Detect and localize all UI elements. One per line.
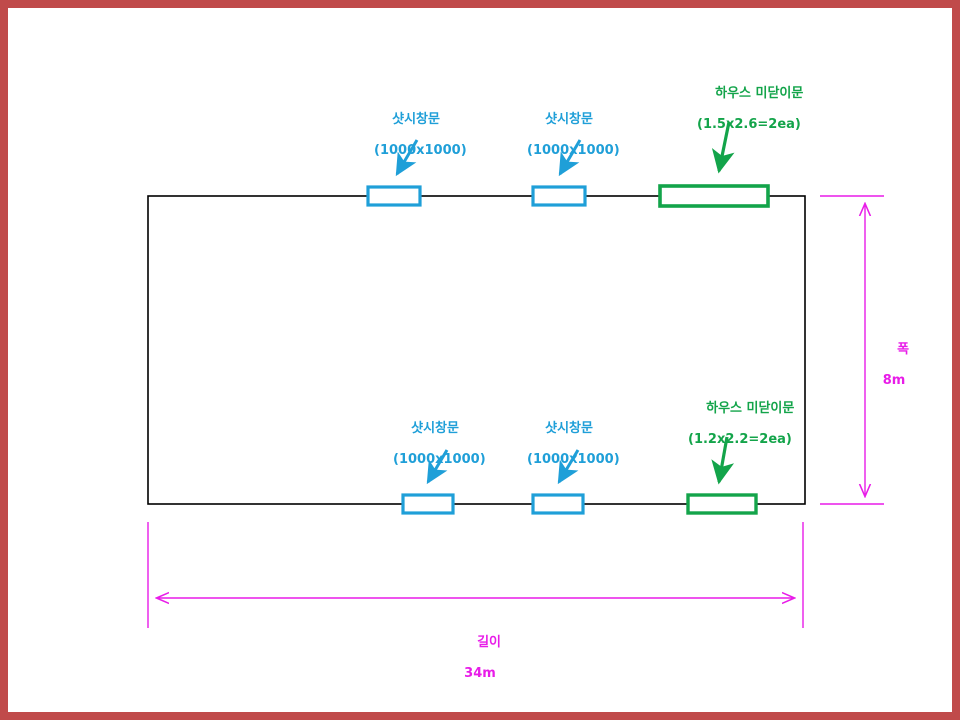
leader-arrows-bottom: [426, 436, 735, 485]
label-window-bottom-mid-line1: 샷시창문: [545, 421, 593, 437]
label-dimension-length: 길이 34m: [442, 620, 518, 712]
label-window-top-left-line2: (1000x1000): [374, 142, 467, 158]
door-top-symbol[interactable]: [658, 184, 770, 208]
window-bottom-left-symbol[interactable]: [401, 493, 455, 515]
bottom-wall-openings: [401, 493, 758, 515]
label-door-bottom: 하우스 미닫이문 (1.2x2.2=2ea): [688, 386, 794, 478]
label-dimension-length-name: 길이: [477, 635, 502, 651]
dimension-width: [820, 195, 884, 505]
label-window-bottom-left-line1: 샷시창문: [411, 421, 459, 437]
leader-arrow-window-top-mid: [558, 139, 582, 177]
window-top-left-symbol[interactable]: [366, 185, 422, 207]
label-dimension-length-value: 34m: [464, 665, 496, 681]
label-window-bottom-mid-line2: (1000x1000): [527, 451, 620, 467]
window-bottom-mid-symbol[interactable]: [531, 493, 585, 515]
leader-arrow-window-bottom-left: [426, 449, 449, 485]
leader-arrow-window-bottom-mid: [557, 449, 580, 485]
label-window-top-mid: 샷시창문 (1000x1000): [527, 97, 620, 189]
label-door-bottom-line1: 하우스 미닫이문: [706, 401, 795, 417]
door-bottom-symbol[interactable]: [686, 493, 758, 515]
label-window-bottom-left: 샷시창문 (1000x1000): [393, 406, 486, 498]
leader-arrow-window-top-left: [395, 139, 419, 177]
label-window-top-left-line1: 샷시창문: [392, 112, 440, 128]
label-door-top-line1: 하우스 미닫이문: [715, 86, 804, 102]
leader-arrow-door-bottom: [711, 436, 735, 485]
leader-arrows-top: [395, 121, 735, 177]
label-dimension-width: 폭 8m: [872, 327, 916, 419]
dimension-length: [147, 522, 804, 628]
label-dimension-width-value: 8m: [882, 372, 906, 388]
label-window-top-mid-line1: 샷시창문: [545, 112, 593, 128]
window-top-mid-symbol[interactable]: [531, 185, 587, 207]
label-window-bottom-mid: 샷시창문 (1000x1000): [527, 406, 620, 498]
label-dimension-width-name: 폭: [897, 342, 910, 358]
label-door-top: 하우스 미닫이문 (1.5x2.6=2ea): [697, 71, 803, 163]
label-window-top-mid-line2: (1000x1000): [527, 142, 620, 158]
label-door-top-line2: (1.5x2.6=2ea): [697, 116, 801, 132]
label-door-bottom-line2: (1.2x2.2=2ea): [688, 431, 792, 447]
leader-arrow-door-top: [711, 121, 735, 174]
top-wall-openings: [366, 184, 770, 208]
label-window-bottom-left-line2: (1000x1000): [393, 451, 486, 467]
greenhouse-outline: [147, 195, 806, 505]
label-window-top-left: 샷시창문 (1000x1000): [374, 97, 467, 189]
